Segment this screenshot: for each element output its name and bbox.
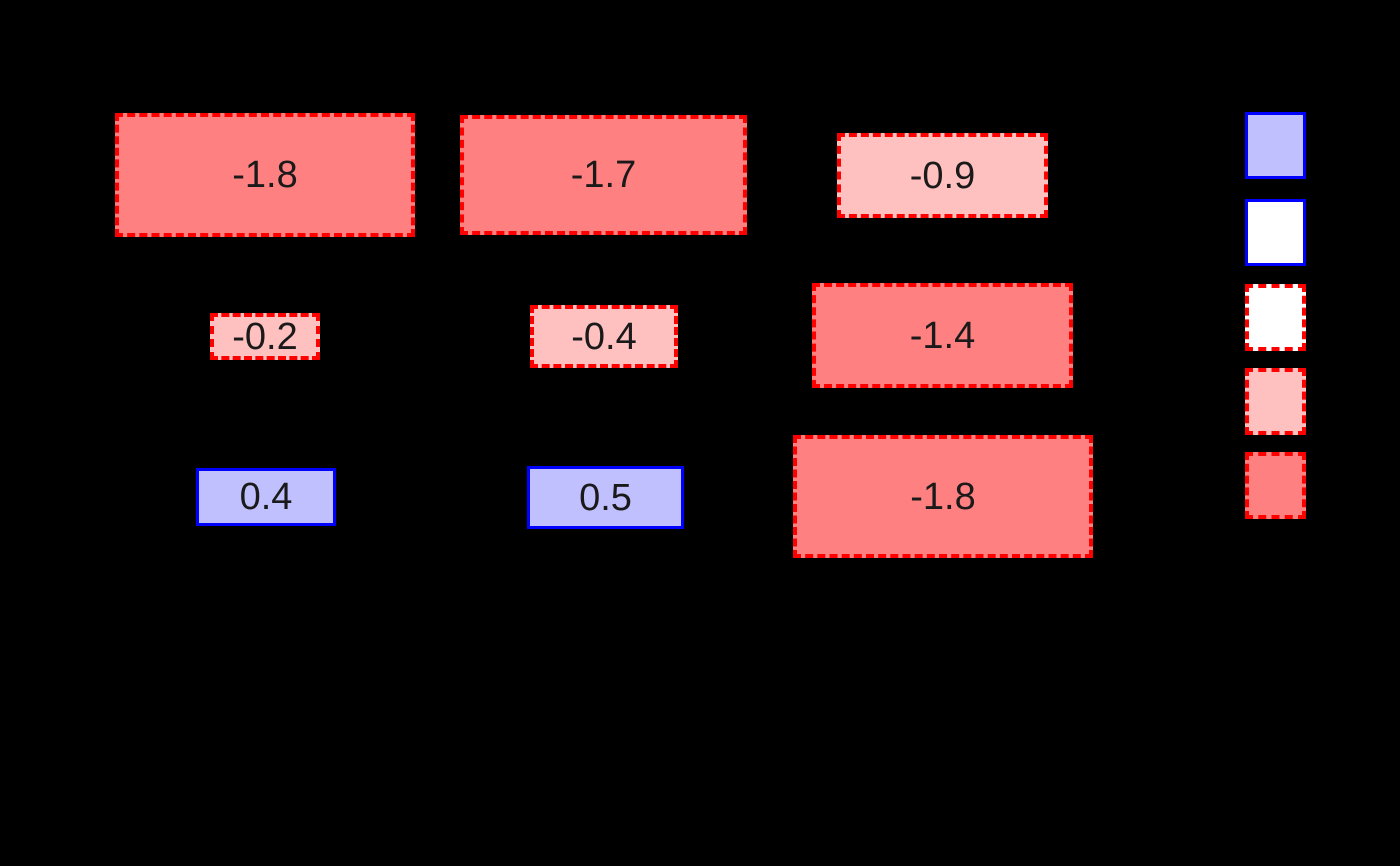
cell-value-label: -0.9	[909, 154, 976, 197]
legend-swatch-negative-weak	[1245, 368, 1306, 435]
cell-value-label: -1.8	[910, 475, 976, 518]
legend-swatch-positive-weak	[1245, 112, 1306, 179]
cell-value-label: -1.8	[232, 154, 298, 196]
cell-r2c2-value-box: -0.4	[530, 305, 678, 368]
cell-r1c3-value-box: -0.9	[837, 133, 1048, 218]
cell-value-label: -1.4	[909, 314, 976, 357]
cell-r1c2-value-box: -1.7	[460, 115, 747, 235]
legend-swatch-positive-zero	[1245, 199, 1306, 266]
cell-value-label: 0.5	[579, 476, 632, 519]
cell-value-label: -1.7	[570, 154, 637, 196]
cell-r3c2-value-box: 0.5	[527, 466, 684, 529]
cell-value-label: 0.4	[239, 476, 293, 518]
legend-swatch-negative-zero	[1245, 284, 1306, 351]
cell-r2c3-value-box: -1.4	[812, 283, 1073, 388]
cell-r3c3-value-box: -1.8	[793, 435, 1093, 558]
cell-r2c1-value-box: -0.2	[210, 313, 320, 360]
cell-r1c1-value-box: -1.8	[115, 113, 415, 237]
cell-value-label: -0.2	[232, 315, 298, 358]
cell-value-label: -0.4	[571, 315, 637, 358]
cell-r3c1-value-box: 0.4	[196, 468, 336, 526]
legend-swatch-negative-strong	[1245, 452, 1306, 519]
